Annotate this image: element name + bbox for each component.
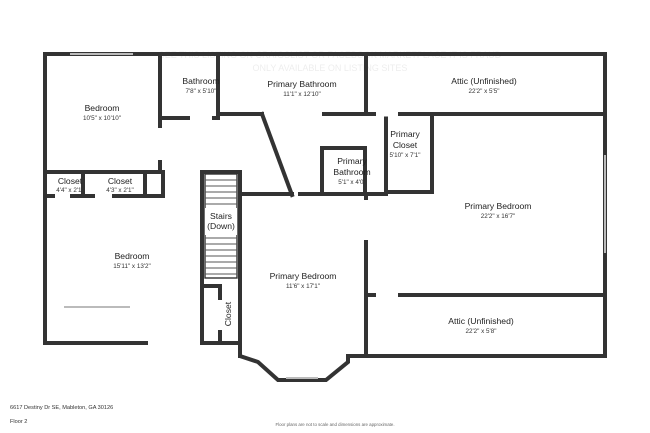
room-dimensions: 5'1" x 4'0" [338, 179, 366, 186]
stairs-label-line-2: (Down) [207, 221, 235, 231]
room-dimensions: 15'11" x 13'2" [113, 263, 151, 270]
room-attic-top: Attic (Unfinished) 22'2" x 5'5" [451, 76, 517, 95]
room-dimensions: 4'4" x 2'1" [56, 187, 84, 194]
disclaimer-text: Floor plans are not to scale and dimensi… [275, 422, 395, 427]
room-name: Closet [223, 301, 233, 326]
room-dimensions: 5'10" x 7'1" [389, 152, 420, 159]
room-name: Attic (Unfinished) [448, 316, 514, 326]
room-name: Primary Bedroom [270, 271, 337, 281]
room-attic-bottom: Attic (Unfinished) 22'2" x 5'8" [448, 316, 514, 335]
room-primary-closet: Primary Closet 5'10" x 7'1" [389, 129, 420, 159]
room-bedroom-nw: Bedroom 10'5" x 10'10" [83, 103, 121, 122]
room-closet-b: Closet 4'3" x 2'1" [106, 176, 134, 194]
room-dimensions: 22'2" x 5'5" [468, 88, 499, 95]
room-closet-vertical: Closet [223, 301, 233, 326]
room-name: Primary Bedroom [465, 201, 532, 211]
door-openings [55, 111, 398, 346]
room-dimensions: 10'5" x 10'10" [83, 115, 121, 122]
room-primary-bedroom-center: Primary Bedroom 11'6" x 17'1" [270, 271, 337, 290]
room-name-line-2: Bathroom [333, 167, 370, 177]
room-name: Attic (Unfinished) [451, 76, 517, 86]
room-primary-bedroom-east: Primary Bedroom 22'2" x 16'7" [465, 201, 532, 220]
room-closet-a: Closet 4'4" x 2'1" [56, 176, 84, 194]
stairs-label-line-1: Stairs [210, 211, 232, 221]
room-name: Bathroom [182, 76, 219, 86]
walls [43, 52, 607, 382]
room-name-line-2: Closet [393, 140, 418, 150]
floor-label: Floor 2 [10, 419, 28, 425]
room-dimensions: 11'6" x 17'1" [286, 283, 320, 290]
room-dimensions: 7'8" x 5'10" [185, 88, 216, 95]
room-name: Closet [58, 176, 83, 186]
room-primary-bathroom-small: Primary Bathroom 5'1" x 4'0" [333, 156, 370, 186]
room-name-line-1: Primary [337, 156, 367, 166]
room-primary-bathroom: Primary Bathroom 11'1" x 12'10" [267, 79, 336, 98]
room-name: Primary Bathroom [267, 79, 336, 89]
room-name-line-1: Primary [390, 129, 420, 139]
room-name: Bedroom [85, 103, 120, 113]
room-bathroom: Bathroom 7'8" x 5'10" [182, 76, 219, 95]
address-text: 6617 Destiny Dr SE, Mableton, GA 30126 [10, 405, 114, 411]
room-bedroom-sw: Bedroom 15'11" x 13'2" [113, 251, 151, 270]
room-dimensions: 22'2" x 16'7" [481, 213, 516, 220]
room-name: Closet [108, 176, 133, 186]
windows [64, 53, 606, 379]
room-dimensions: 11'1" x 12'10" [283, 91, 321, 98]
room-name: Bedroom [115, 251, 150, 261]
room-stairs: Stairs (Down) [205, 208, 237, 235]
room-dimensions: 22'2" x 5'8" [465, 328, 496, 335]
room-dimensions: 4'3" x 2'1" [106, 187, 134, 194]
watermark-line-2: ONLY AVAILABLE ON LISTING SITES [253, 63, 408, 73]
